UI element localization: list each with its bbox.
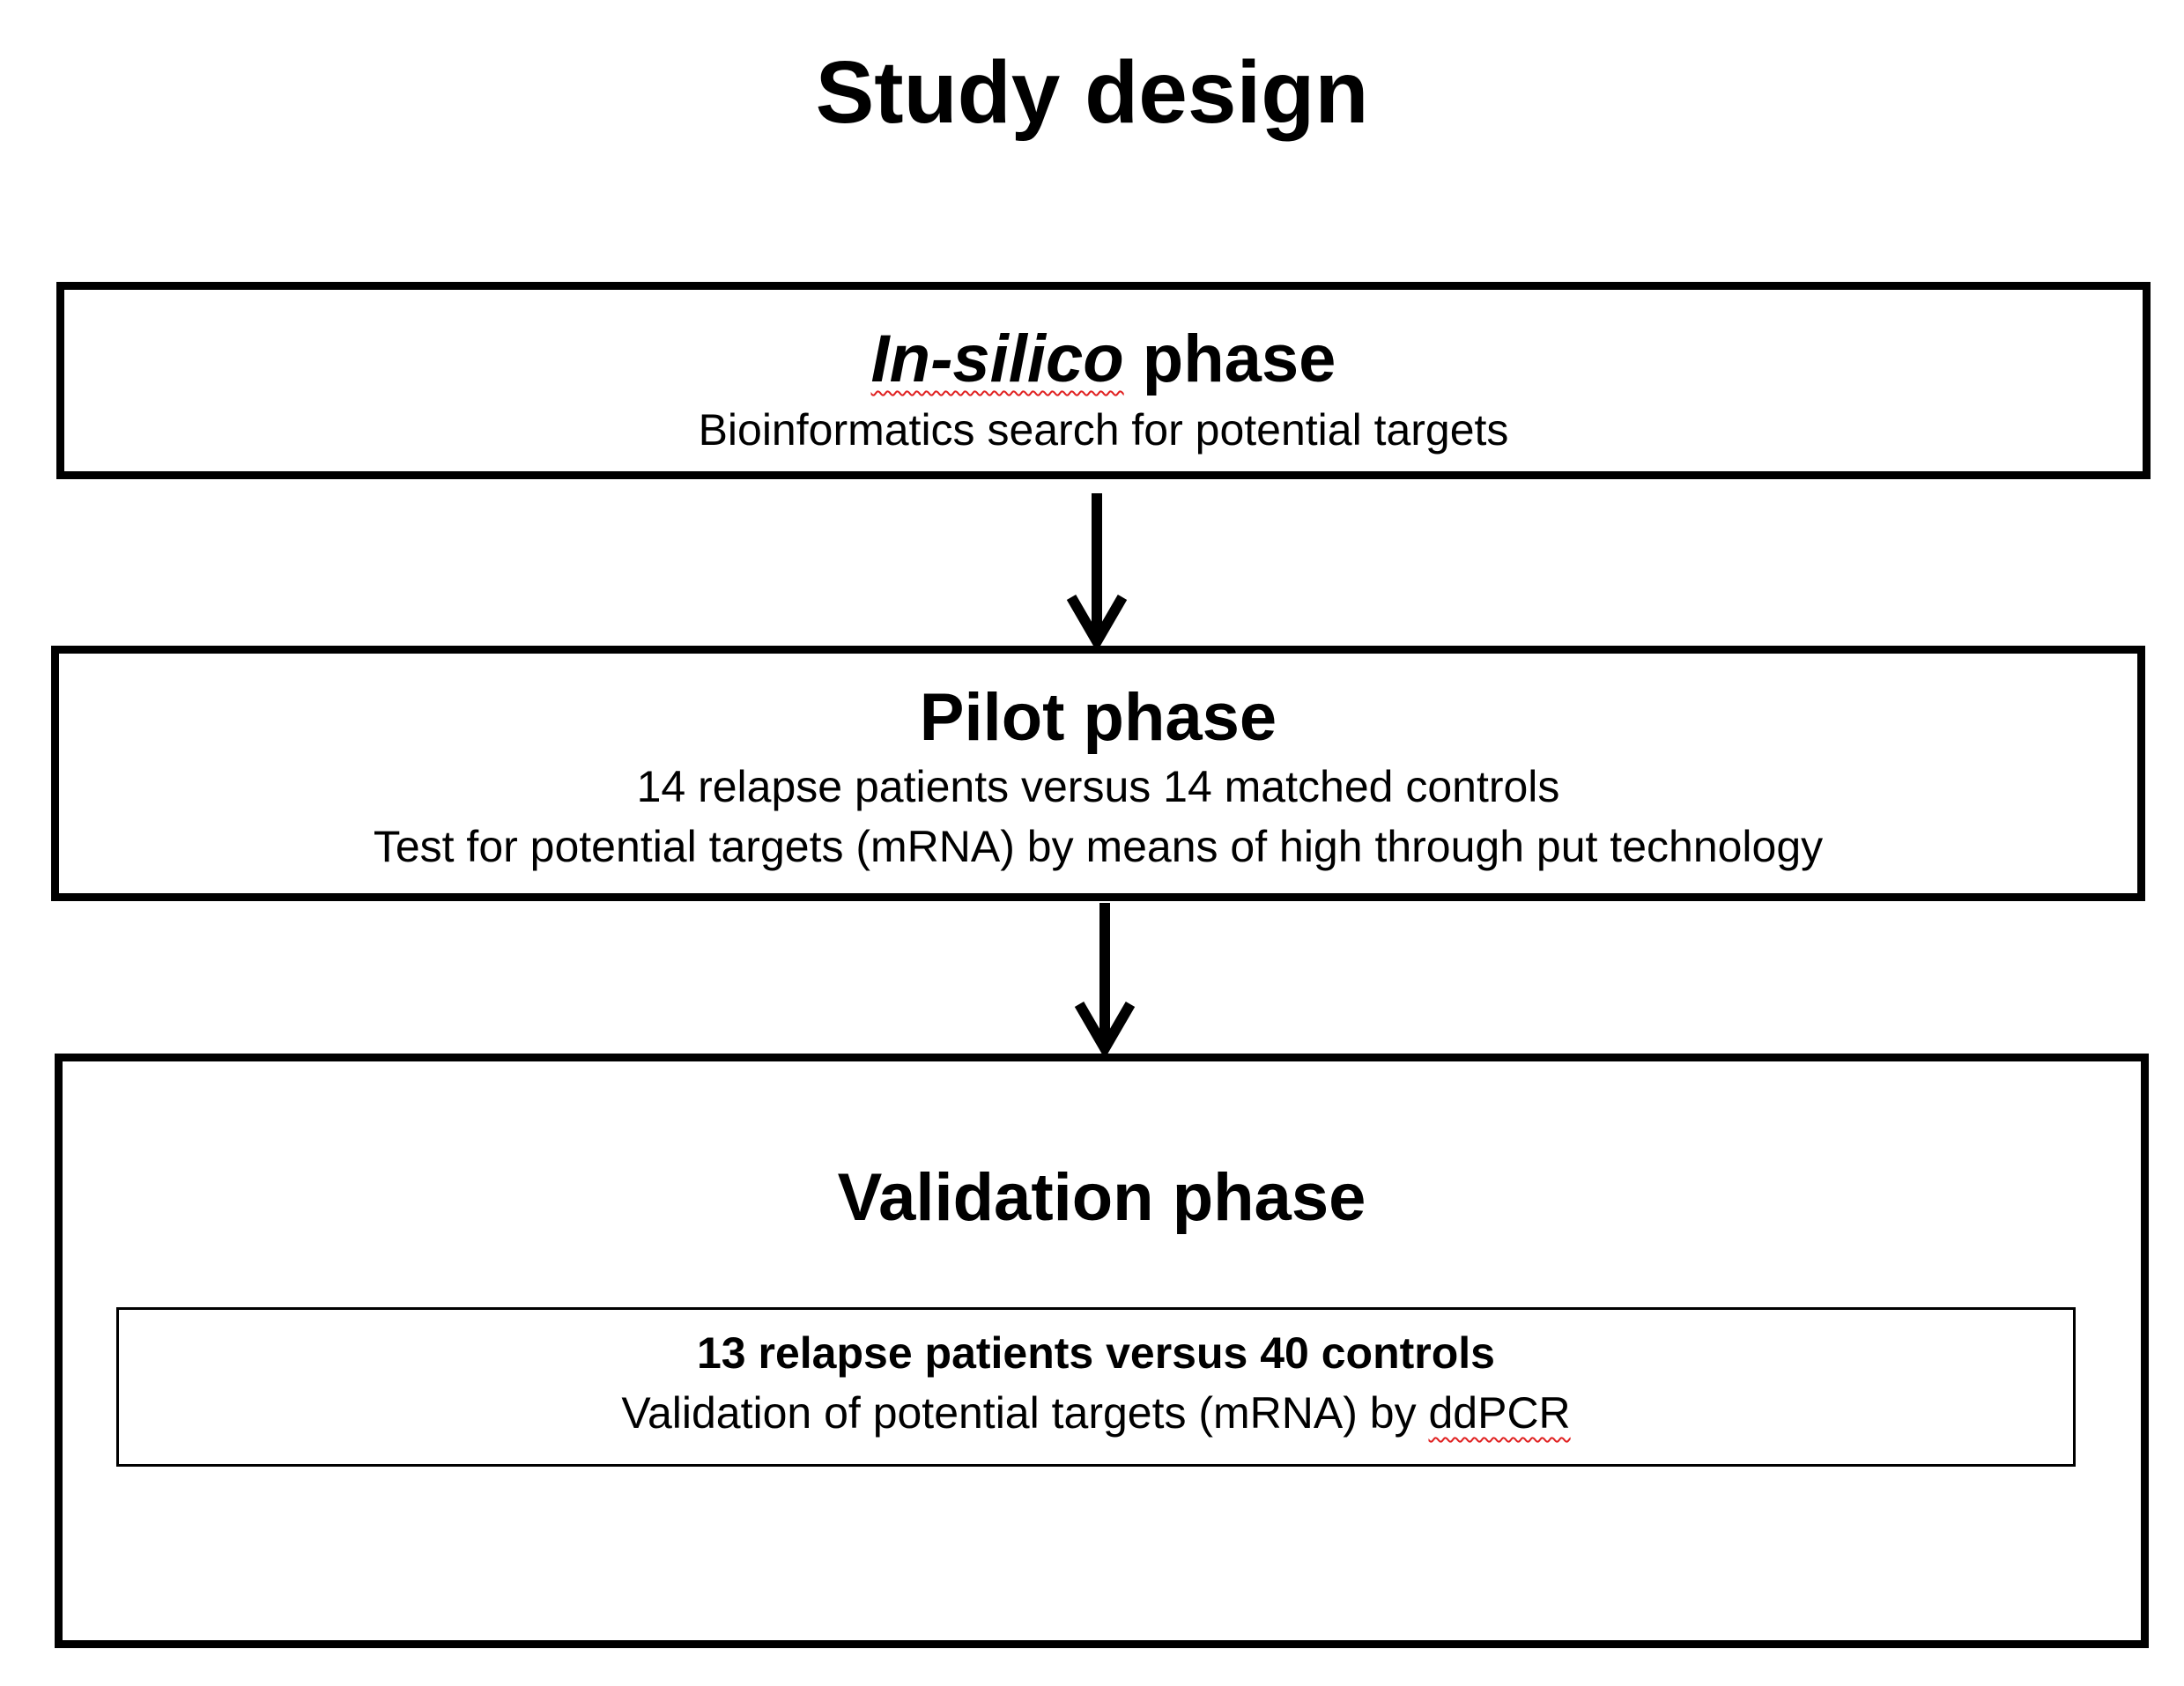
arrow-pilot-to-validation <box>1074 903 1136 1059</box>
pilot-phase-heading: Pilot phase <box>919 680 1277 755</box>
pilot-phase-method: Test for potential targets (mRNA) by mea… <box>373 822 1824 871</box>
validation-phase-heading: Validation phase <box>837 1160 1366 1235</box>
validation-method: Validation of potential targets (mRNA) b… <box>119 1386 2073 1440</box>
in-silico-phase-suffix: phase <box>1123 322 1336 396</box>
ddpcr-label: ddPCR <box>1428 1388 1571 1438</box>
validation-detail-box: 13 relapse patients versus 40 controls V… <box>116 1307 2076 1467</box>
in-silico-label: In-silico <box>870 322 1124 396</box>
pilot-phase-box: Pilot phase 14 relapse patients versus 1… <box>51 646 2145 901</box>
pilot-phase-cohort: 14 relapse patients versus 14 matched co… <box>636 762 1560 811</box>
in-silico-phase-heading: In-silico phase <box>64 320 2143 399</box>
validation-cohort: 13 relapse patients versus 40 controls <box>697 1328 1495 1378</box>
validation-method-text: Validation of potential targets (mRNA) b… <box>621 1388 1429 1438</box>
arrow-insilico-to-pilot <box>1066 493 1128 652</box>
diagram-title: Study design <box>815 43 1369 142</box>
in-silico-phase-description: Bioinformatics search for potential targ… <box>698 405 1509 455</box>
in-silico-phase-box: In-silico phase Bioinformatics search fo… <box>56 282 2151 479</box>
